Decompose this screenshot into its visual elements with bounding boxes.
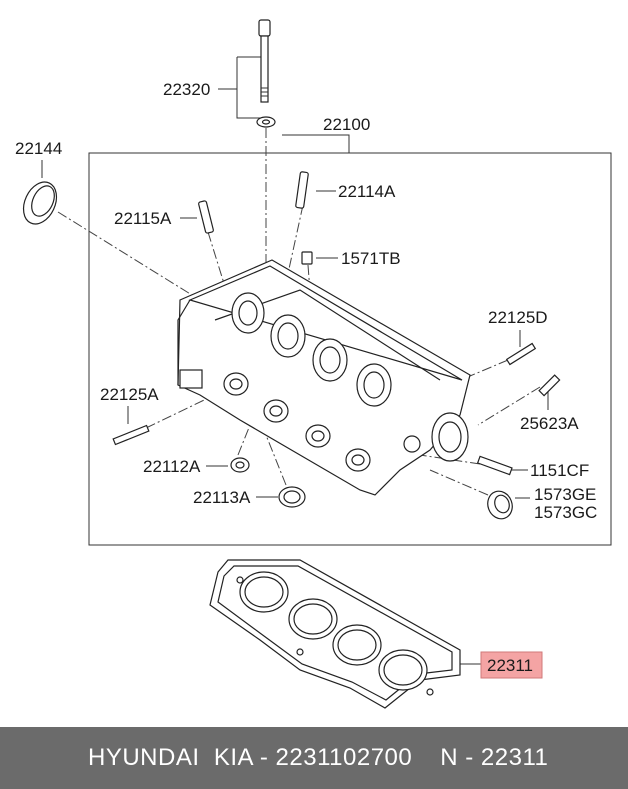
seal-ring <box>278 486 306 508</box>
valve-guide-intake <box>198 200 214 234</box>
valve-guide-exhaust <box>295 171 309 209</box>
flange-bolt <box>538 374 561 397</box>
label-cap-2: 1573GC <box>534 503 597 522</box>
label-gasket: 22311 <box>487 656 533 675</box>
label-stud-right: 22125D <box>488 308 548 327</box>
stud-bottom <box>476 455 513 476</box>
label-cap-1: 1573GE <box>534 485 596 504</box>
footer-number: N - 22311 <box>440 744 549 771</box>
label-seal-ring: 22113A <box>193 488 251 507</box>
plug <box>301 251 313 265</box>
stud-right <box>505 342 537 366</box>
label-guide-left: 22115A <box>114 209 172 228</box>
oil-seal <box>22 181 58 225</box>
cylinder-head <box>177 259 471 496</box>
label-plug: 1571TB <box>341 249 401 268</box>
label-seal-left: 22144 <box>15 139 62 158</box>
footer-brand-part: HYUNDAI KIA - 2231102700 <box>88 744 413 771</box>
label-bolt: 22320 <box>163 80 210 99</box>
label-stud-left: 22125A <box>100 385 159 404</box>
label-guide-right: 22114A <box>338 182 396 201</box>
label-head-assy: 22100 <box>323 115 370 134</box>
highlight-box <box>480 651 543 679</box>
exploded-parts-diagram: 22320 22100 22144 22114A 22115A 1571TB 2… <box>15 19 612 709</box>
valve-seal <box>230 457 250 473</box>
cap <box>487 490 513 520</box>
label-seal-small: 22112A <box>143 457 201 476</box>
label-stud-bottom: 1151CF <box>530 461 589 480</box>
projection-lines <box>57 128 541 496</box>
head-gasket <box>209 559 461 709</box>
head-bolt <box>256 19 276 128</box>
label-bolt-right: 25623A <box>520 414 579 433</box>
head-assembly-frame <box>88 152 612 546</box>
stud-left <box>112 424 150 446</box>
footer-bar: HYUNDAI KIA - 2231102700 N - 22311 <box>0 727 628 789</box>
